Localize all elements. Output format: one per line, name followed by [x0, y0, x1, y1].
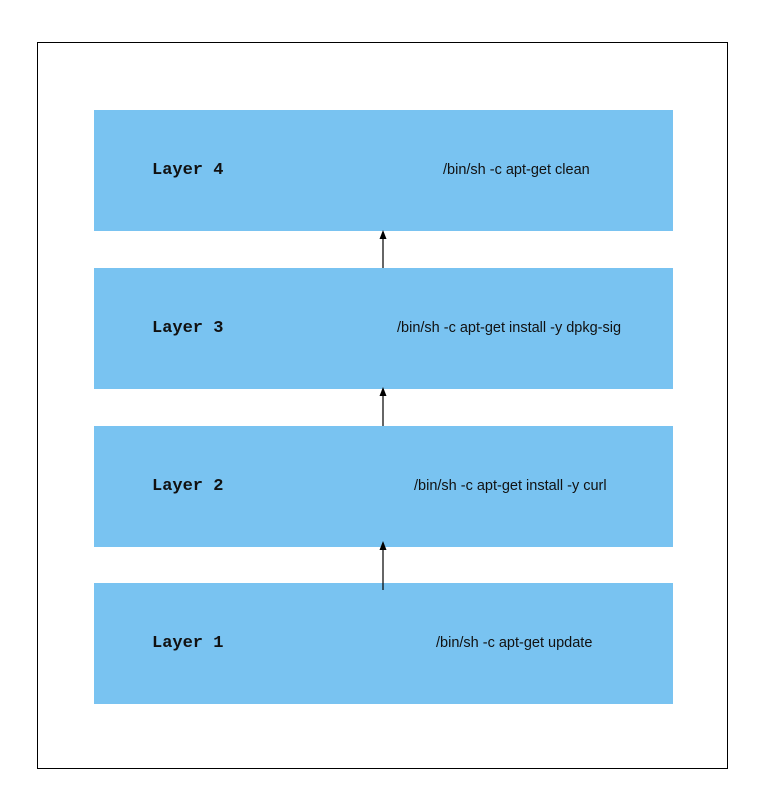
- layer-2-command: /bin/sh -c apt-get install -y curl: [414, 478, 607, 494]
- layer-1-name: Layer 1: [152, 634, 224, 653]
- layer-2-name: Layer 2: [152, 477, 224, 496]
- layer-box-1: Layer 1 /bin/sh -c apt-get update: [94, 583, 673, 704]
- layer-4-name: Layer 4: [152, 161, 224, 180]
- layer-box-4: Layer 4 /bin/sh -c apt-get clean: [94, 110, 673, 231]
- layer-box-3: Layer 3 /bin/sh -c apt-get install -y dp…: [94, 268, 673, 389]
- layer-1-command: /bin/sh -c apt-get update: [436, 635, 593, 651]
- layer-box-2: Layer 2 /bin/sh -c apt-get install -y cu…: [94, 426, 673, 547]
- layer-3-name: Layer 3: [152, 319, 224, 338]
- layer-3-command: /bin/sh -c apt-get install -y dpkg-sig: [397, 320, 622, 336]
- layer-4-command: /bin/sh -c apt-get clean: [443, 162, 590, 178]
- diagram-frame: [37, 42, 728, 769]
